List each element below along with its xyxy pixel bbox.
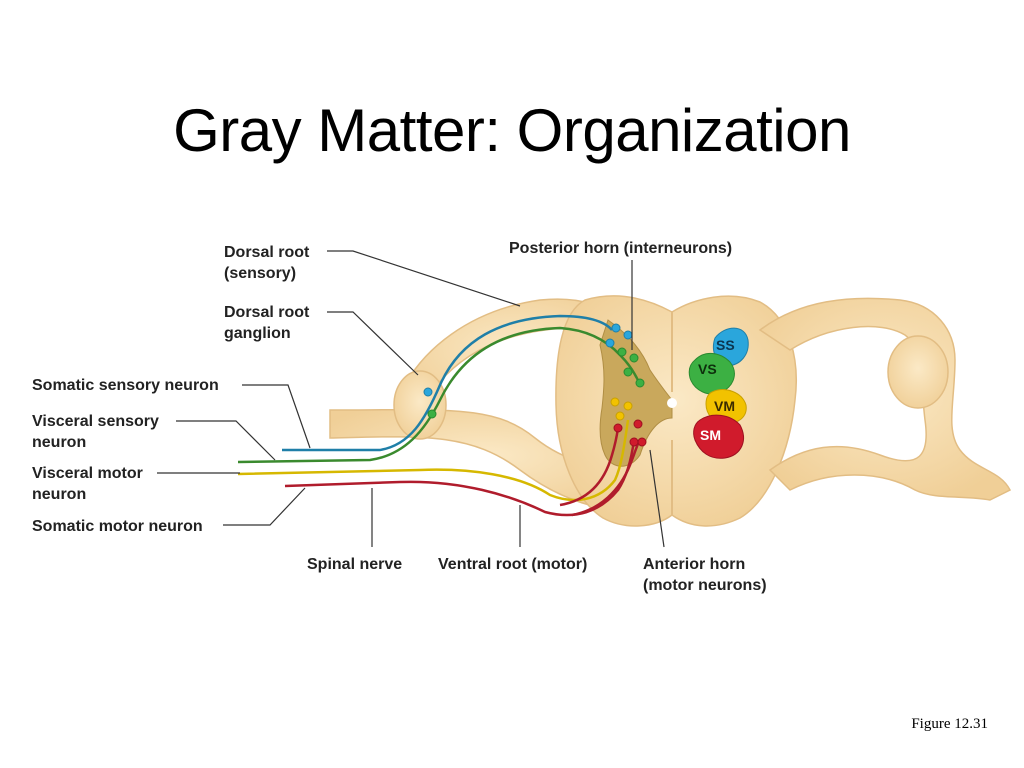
label-dorsal-root-ganglion: Dorsal root ganglion [224,304,314,342]
figure-reference: Figure 12.31 [911,716,988,732]
leader-dorsal-root [327,250,521,307]
label-visceral-sensory: Visceral sensory neuron [32,413,163,451]
interneuron-3 [605,338,615,348]
leader-anterior-horn [649,449,665,548]
label-ganglion-line1: Dorsal root [224,304,310,321]
somatic-motor-neuron-1 [613,423,623,433]
neuron-cell-bodies [423,323,647,447]
functional-zones: SS VS VM SM [688,327,749,459]
zone-vs-label: VS [698,361,717,377]
zone-sm-label: SM [700,427,721,443]
interneuron-7 [635,378,645,388]
leader-ganglion [327,311,419,376]
somatic-sensory-fiber [282,314,613,452]
label-visceral-motor-line1: Visceral motor [32,465,143,482]
visceral-motor-neuron-3 [615,411,625,421]
leader-lines [157,250,665,548]
label-somatic-motor-line1: Somatic motor neuron [32,518,203,535]
visceral-motor-fiber-2 [559,427,620,507]
visceral-sensory-fiber [237,326,642,464]
label-posterior-horn-line1: Posterior horn (interneurons) [509,240,732,257]
interneuron-1 [611,323,621,333]
label-somatic-sensory-line1: Somatic sensory neuron [32,377,219,394]
label-somatic-sensory: Somatic sensory neuron [32,377,219,394]
label-visceral-motor-line2: neuron [32,486,86,503]
label-dorsal-root-line1: Dorsal root [224,244,310,261]
neuron-pathways [237,314,642,517]
leader-somatic-sensory [242,384,311,449]
label-spinal-nerve-line1: Spinal nerve [307,556,402,573]
interneuron-5 [629,353,639,363]
label-spinal-nerve: Spinal nerve [307,556,402,573]
right-ganglion [887,335,949,409]
label-somatic-motor: Somatic motor neuron [32,518,203,535]
visceral-motor-neuron-2 [623,401,633,411]
label-ganglion-line2: ganglion [224,325,291,342]
label-dorsal-root: Dorsal root (sensory) [224,244,314,282]
visceral-motor-fiber [237,419,630,502]
somatic-motor-neuron-2 [633,419,643,429]
interneuron-4 [617,347,627,357]
label-ventral-root: Ventral root (motor) [438,556,587,573]
slide-title: Gray Matter: Organization [173,97,851,164]
label-dorsal-root-line2: (sensory) [224,265,296,282]
label-posterior-horn: Posterior horn (interneurons) [509,240,732,257]
interneuron-6 [623,367,633,377]
zone-ss-label: SS [716,337,735,353]
label-visceral-sensory-line1: Visceral sensory [32,413,159,430]
label-anterior-horn-line2: (motor neurons) [643,577,767,594]
somatic-motor-neuron-4 [637,437,647,447]
zone-sm [693,414,744,459]
label-anterior-horn: Anterior horn (motor neurons) [643,556,767,594]
label-anterior-horn-line1: Anterior horn [643,556,745,573]
interneuron-2 [623,330,633,340]
central-canal [667,398,677,408]
right-nerve-loop [758,297,1012,501]
ganglion-sensory-neuron-1 [423,387,433,397]
visceral-motor-neuron-1 [610,397,620,407]
zone-vm-label: VM [714,398,735,414]
label-visceral-motor: Visceral motor neuron [32,465,147,503]
label-ventral-root-line1: Ventral root (motor) [438,556,587,573]
dorsal-root-ganglion [393,370,447,440]
somatic-motor-neuron-3 [629,437,639,447]
labels: Dorsal root (sensory) Dorsal root gangli… [32,240,767,594]
leader-visceral-sensory [176,420,276,461]
ganglion-sensory-neuron-2 [427,409,437,419]
leader-somatic-motor [223,487,306,526]
label-visceral-sensory-line2: neuron [32,434,86,451]
